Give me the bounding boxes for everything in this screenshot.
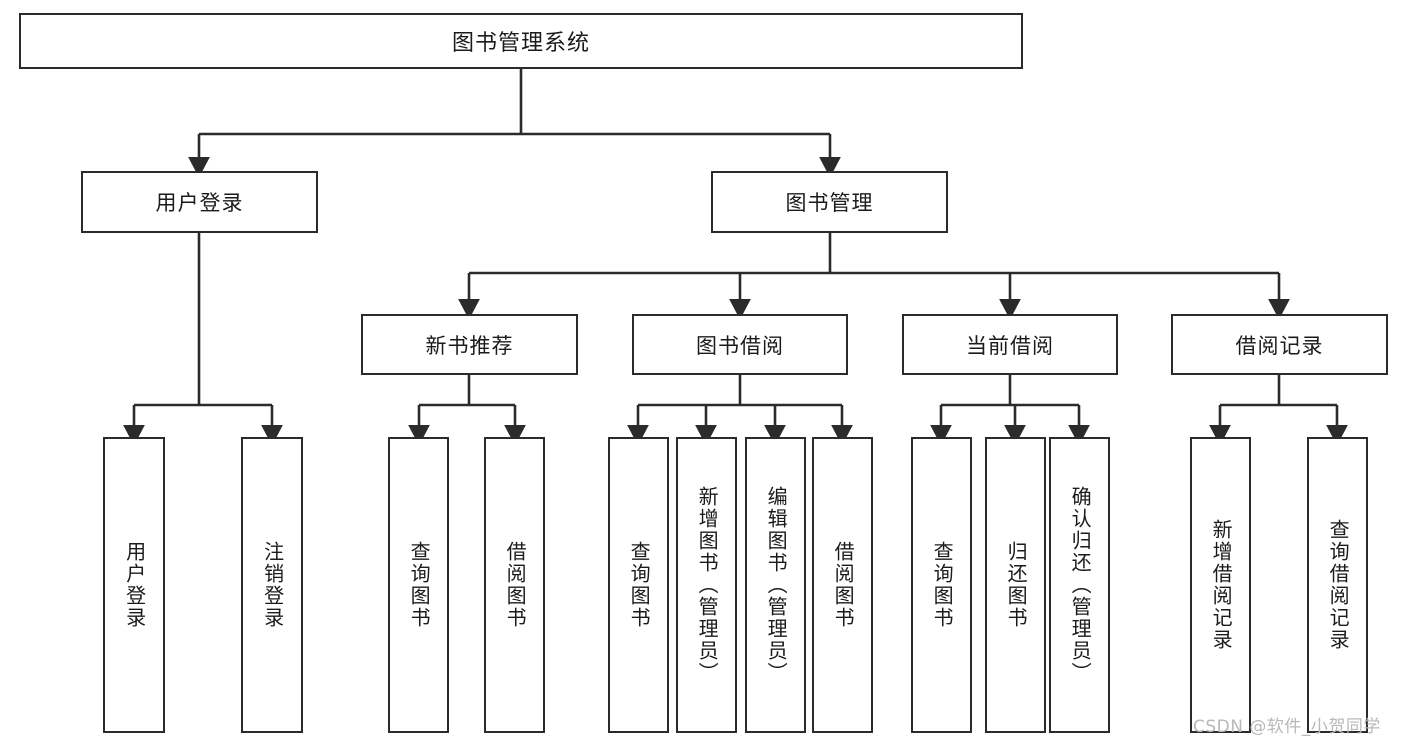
node-root-label: 图书管理系统 — [451, 31, 590, 56]
node-root[interactable]: 图书管理系统 — [19, 13, 1023, 69]
node-new-book-recommend-label: 新书推荐 — [425, 333, 514, 358]
node-leaf-query-borrow-record-label: 查询借阅记录 — [1326, 519, 1351, 651]
node-leaf-query-book-1-label: 查询图书 — [407, 541, 432, 629]
node-leaf-borrow-book-1[interactable]: 借阅图书 — [484, 437, 545, 733]
node-book-borrow[interactable]: 图书借阅 — [632, 314, 848, 375]
node-leaf-return-book[interactable]: 归还图书 — [985, 437, 1046, 733]
node-leaf-borrow-book-2-label: 借阅图书 — [831, 541, 856, 629]
node-leaf-query-book-3-label: 查询图书 — [930, 541, 955, 629]
node-book-borrow-label: 图书借阅 — [696, 333, 784, 358]
node-leaf-query-book-3[interactable]: 查询图书 — [911, 437, 972, 733]
node-leaf-user-logout-label: 注销登录 — [260, 541, 285, 629]
node-leaf-confirm-return-admin-label: 确认归还（管理员） — [1068, 486, 1093, 684]
node-current-borrow[interactable]: 当前借阅 — [902, 314, 1118, 375]
csdn-watermark: CSDN @软件_小贺同学 — [1193, 717, 1381, 737]
node-leaf-query-book-1[interactable]: 查询图书 — [388, 437, 449, 733]
node-leaf-add-book-admin-label: 新增图书（管理员） — [695, 486, 720, 684]
node-leaf-confirm-return-admin[interactable]: 确认归还（管理员） — [1049, 437, 1110, 733]
node-user-login[interactable]: 用户登录 — [81, 171, 318, 233]
node-leaf-add-borrow-record-label: 新增借阅记录 — [1209, 519, 1234, 651]
node-leaf-user-logout[interactable]: 注销登录 — [241, 437, 303, 733]
node-book-manage[interactable]: 图书管理 — [711, 171, 948, 233]
node-leaf-query-borrow-record[interactable]: 查询借阅记录 — [1307, 437, 1368, 733]
node-borrow-record[interactable]: 借阅记录 — [1171, 314, 1388, 375]
node-user-login-label: 用户登录 — [155, 191, 244, 215]
node-leaf-user-login[interactable]: 用户登录 — [103, 437, 165, 733]
node-leaf-return-book-label: 归还图书 — [1004, 541, 1029, 629]
node-leaf-query-book-2-label: 查询图书 — [627, 541, 652, 629]
node-leaf-query-book-2[interactable]: 查询图书 — [608, 437, 669, 733]
node-leaf-user-login-label: 用户登录 — [122, 541, 147, 629]
node-leaf-add-borrow-record[interactable]: 新增借阅记录 — [1190, 437, 1251, 733]
node-leaf-add-book-admin[interactable]: 新增图书（管理员） — [676, 437, 737, 733]
node-book-manage-label: 图书管理 — [785, 191, 874, 215]
node-new-book-recommend[interactable]: 新书推荐 — [361, 314, 578, 375]
node-leaf-edit-book-admin-label: 编辑图书（管理员） — [764, 486, 789, 684]
node-borrow-record-label: 借阅记录 — [1235, 333, 1324, 358]
node-current-borrow-label: 当前借阅 — [966, 333, 1054, 358]
node-leaf-borrow-book-1-label: 借阅图书 — [503, 541, 528, 629]
node-leaf-edit-book-admin[interactable]: 编辑图书（管理员） — [745, 437, 806, 733]
node-leaf-borrow-book-2[interactable]: 借阅图书 — [812, 437, 873, 733]
